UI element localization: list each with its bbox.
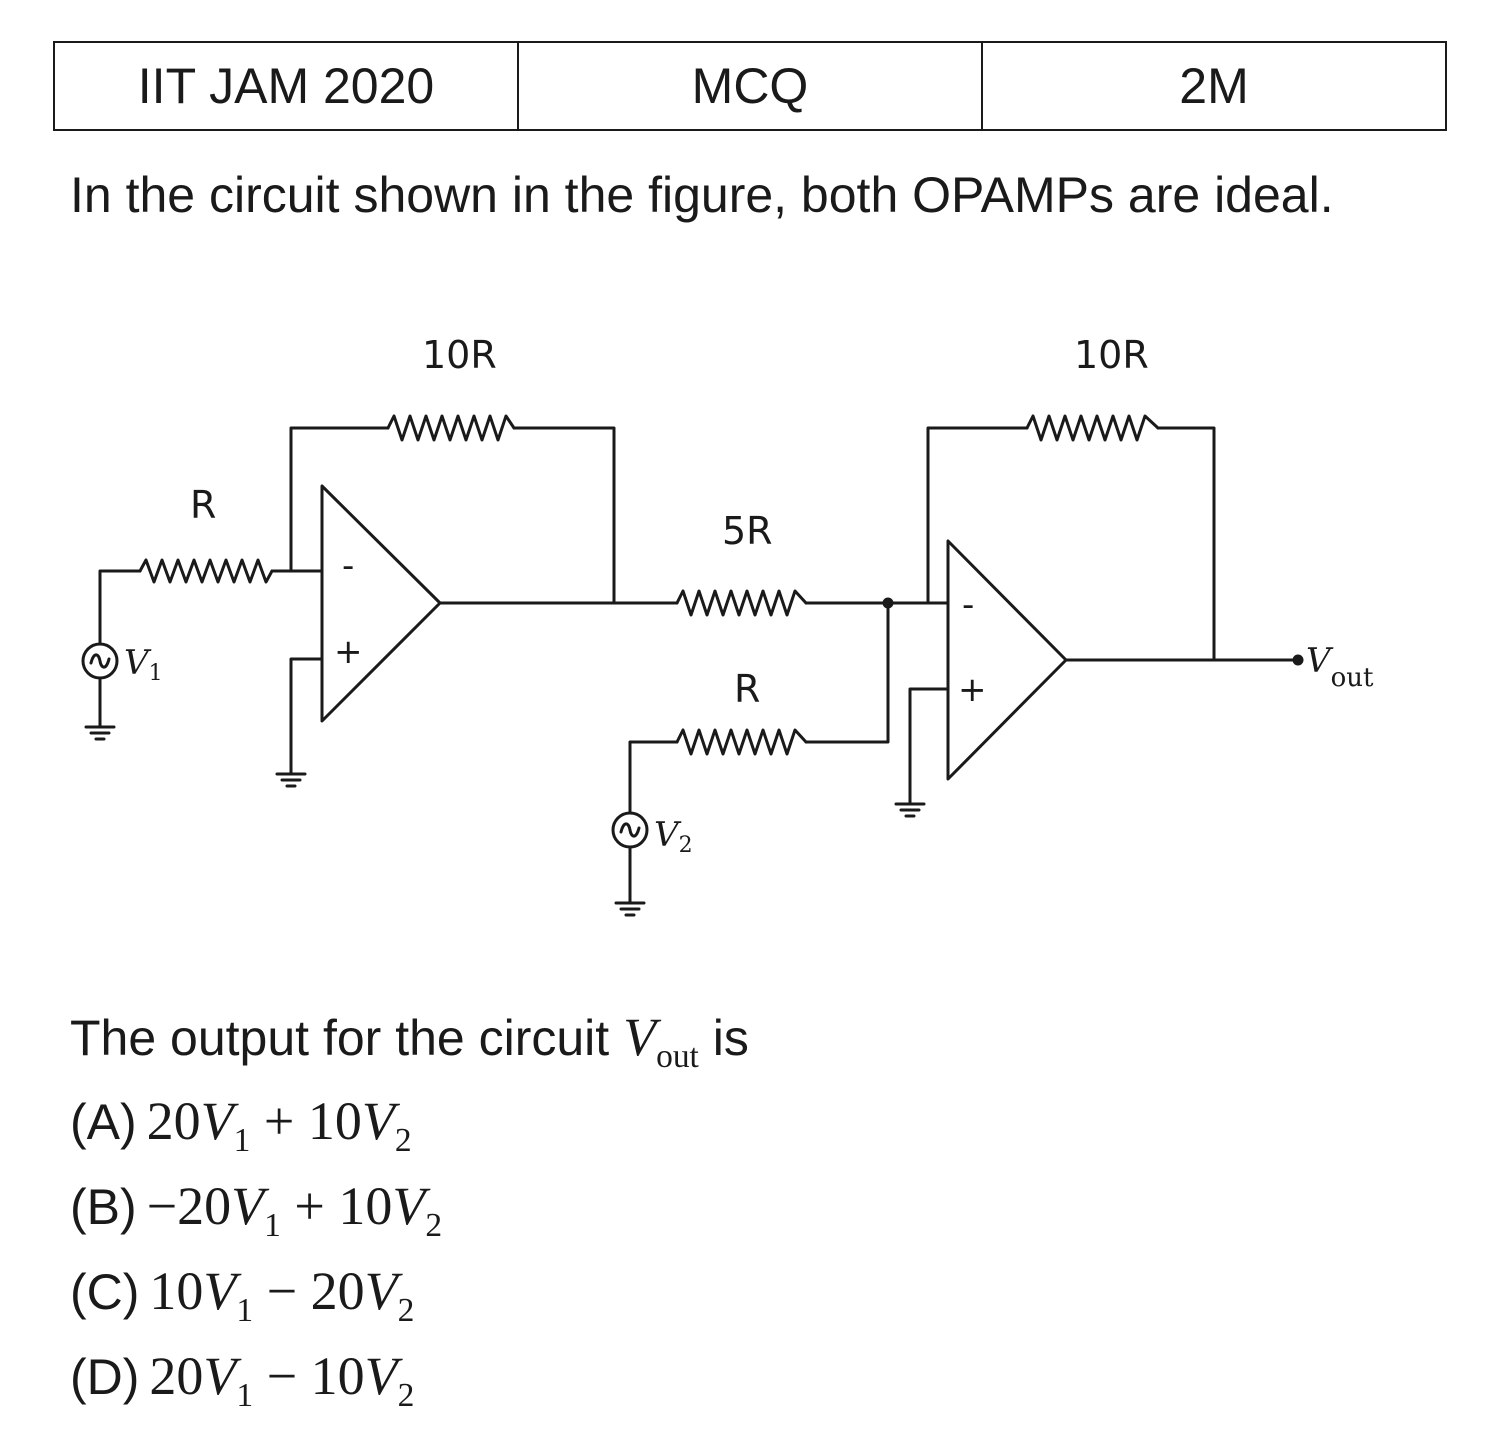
header-table: IIT JAM 2020 MCQ 2M bbox=[53, 41, 1447, 131]
label-r1: R bbox=[190, 483, 216, 527]
opamp-1-icon bbox=[320, 484, 442, 723]
ground-icon bbox=[275, 772, 307, 788]
opamp2-minus: - bbox=[962, 585, 974, 625]
opamp2-plus: + bbox=[958, 670, 987, 710]
options-list: (A) 20V1 + 10V2 (B) −20V1 + 10V2 (C) 10V… bbox=[70, 1090, 442, 1430]
label-r5: 5R bbox=[722, 509, 773, 553]
label-rf1: 10R bbox=[422, 333, 497, 377]
prompt-variable: Vout bbox=[623, 1007, 699, 1075]
svg-text:V1: V1 bbox=[124, 643, 163, 686]
option-d[interactable]: (D) 20V1 − 10V2 bbox=[70, 1345, 442, 1430]
header-marks: 2M bbox=[1179, 58, 1249, 114]
prompt-suffix: is bbox=[712, 1010, 749, 1066]
v2-source-icon bbox=[611, 811, 649, 849]
option-label: (A) bbox=[70, 1094, 137, 1150]
option-label: (C) bbox=[70, 1264, 140, 1320]
label-v2: V bbox=[654, 815, 682, 855]
opamp-2-icon bbox=[946, 539, 1068, 781]
question-text: In the circuit shown in the figure, both… bbox=[70, 167, 1334, 223]
opamp1-plus: + bbox=[334, 632, 363, 672]
svg-text:V2: V2 bbox=[654, 815, 693, 858]
ground-icon bbox=[84, 676, 116, 741]
question-prompt: The output for the circuit Vout is bbox=[70, 1006, 749, 1076]
resistor-r5-icon bbox=[675, 589, 808, 617]
label-v1: V bbox=[124, 643, 152, 683]
option-label: (D) bbox=[70, 1349, 140, 1405]
option-expression: −20V1 + 10V2 bbox=[146, 1176, 443, 1244]
label-r2: R bbox=[734, 667, 760, 711]
label-rf2: 10R bbox=[1074, 333, 1149, 377]
circuit-diagram: - + - + 10R 10R R 5R bbox=[81, 333, 1374, 917]
header-exam: IIT JAM 2020 bbox=[55, 43, 519, 129]
option-expression: 20V1 − 10V2 bbox=[149, 1346, 415, 1414]
option-b[interactable]: (B) −20V1 + 10V2 bbox=[70, 1175, 442, 1260]
v1-source-icon bbox=[81, 642, 119, 680]
ground-icon bbox=[614, 845, 646, 917]
resistor-rf1-icon bbox=[386, 414, 516, 442]
header-question-type: MCQ bbox=[519, 43, 983, 129]
option-expression: 20V1 + 10V2 bbox=[146, 1091, 412, 1159]
option-c[interactable]: (C) 10V1 − 20V2 bbox=[70, 1260, 442, 1345]
option-label: (B) bbox=[70, 1179, 137, 1235]
opamp1-minus: - bbox=[342, 546, 354, 586]
resistor-r2-icon bbox=[675, 728, 808, 756]
option-a[interactable]: (A) 20V1 + 10V2 bbox=[70, 1090, 442, 1175]
resistor-rf2-icon bbox=[1025, 414, 1160, 442]
resistor-r1-icon bbox=[138, 558, 274, 584]
svg-text:Vout: Vout bbox=[1306, 641, 1374, 693]
label-v2-sub: 2 bbox=[679, 833, 693, 858]
label-vout: V bbox=[1306, 641, 1334, 681]
prompt-prefix: The output for the circuit bbox=[70, 1010, 610, 1066]
label-v1-sub: 1 bbox=[149, 661, 163, 686]
ground-icon bbox=[894, 802, 926, 818]
label-vout-sub: out bbox=[1331, 663, 1374, 693]
option-expression: 10V1 − 20V2 bbox=[149, 1261, 415, 1329]
